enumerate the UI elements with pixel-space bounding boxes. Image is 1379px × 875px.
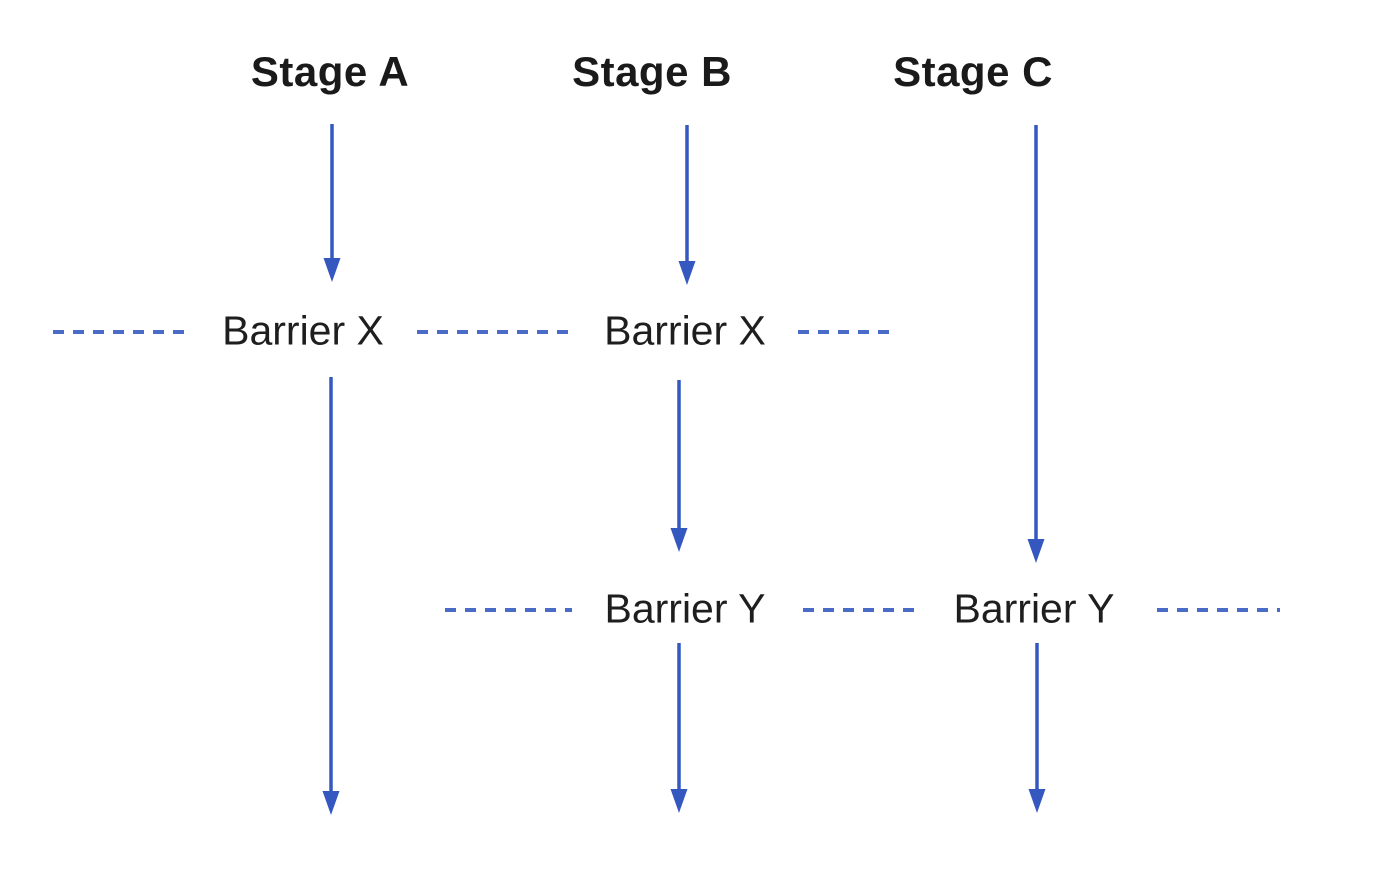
stage-a-arrow-top-head [323, 258, 341, 282]
stage-c-arrow-top-head [1027, 539, 1045, 563]
stage-b-arrow-top [678, 125, 696, 285]
barrier-y-label-2: Barrier Y [953, 585, 1115, 632]
stage-b-arrow-top-head [678, 261, 696, 285]
stage-b-arrow-bottom [670, 643, 688, 813]
stage-b-arrow-middle [670, 380, 688, 552]
barrier-x-label-1: Barrier X [222, 307, 384, 354]
stage-a-arrow-bottom [322, 377, 340, 815]
stage-a-arrow-top [323, 124, 341, 282]
stage-b-arrow-middle-head [670, 528, 688, 552]
barrier-y-label-1: Barrier Y [604, 585, 766, 632]
stage-c-arrow-bottom-head [1028, 789, 1046, 813]
stage-c-title: Stage C [893, 48, 1053, 95]
stage-a-title: Stage A [250, 48, 410, 95]
stage-b-title: Stage B [572, 48, 732, 95]
stage-c-arrow-bottom [1028, 643, 1046, 813]
stage-c-arrow-top [1027, 125, 1045, 563]
stage-b-arrow-bottom-head [670, 789, 688, 813]
barrier-x-label-2: Barrier X [604, 307, 766, 354]
stage-a-arrow-bottom-head [322, 791, 340, 815]
